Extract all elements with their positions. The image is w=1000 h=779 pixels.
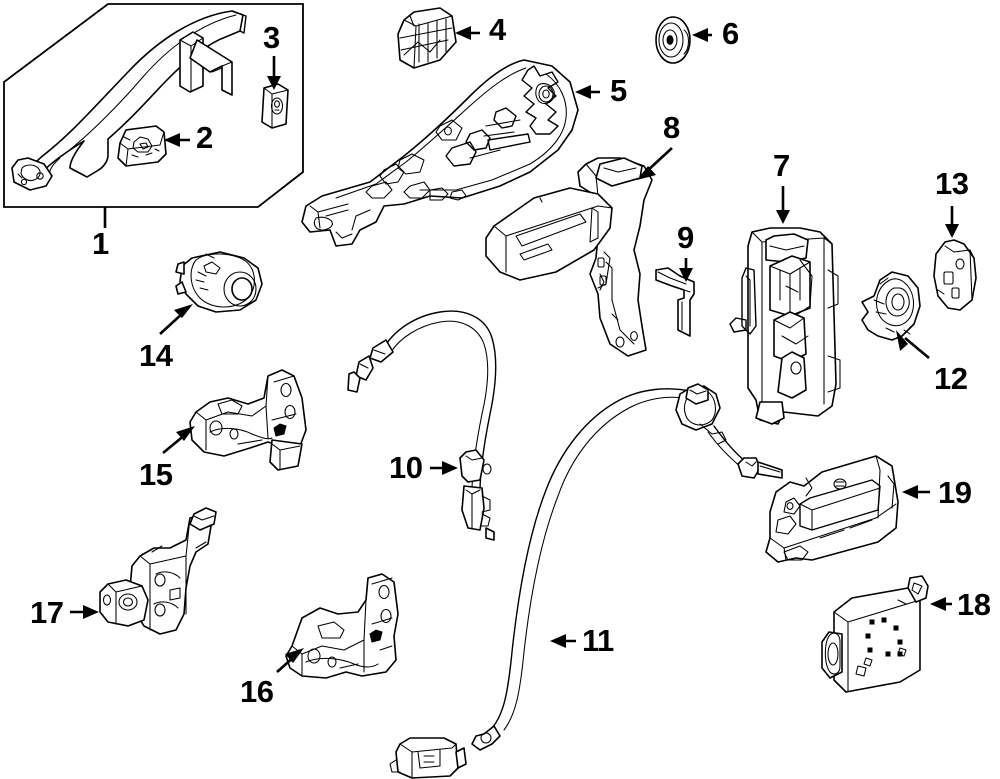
part-lock-rod [655, 267, 695, 337]
callout-label-16: 16 [240, 674, 274, 709]
leader-19 [902, 485, 930, 499]
leader-15 [162, 426, 195, 455]
leader-7 [776, 186, 790, 224]
part-lock-cylinder [175, 251, 263, 313]
leader-9 [679, 258, 693, 282]
callout-label-11: 11 [582, 623, 614, 658]
leader-16 [276, 648, 304, 673]
callout-label-3: 3 [263, 20, 280, 55]
leader-5 [575, 85, 600, 99]
leader-2 [164, 133, 190, 147]
part-grommet-seal [655, 16, 691, 64]
leader-13 [945, 206, 959, 238]
leader-4 [455, 26, 480, 40]
leader-11 [550, 634, 576, 648]
callout-label-1: 1 [92, 226, 109, 261]
callout-label-6: 6 [722, 16, 739, 51]
group-frame-1 [3, 3, 304, 208]
callout-label-18: 18 [957, 587, 991, 622]
leader-3 [267, 56, 281, 90]
part-latch-striker-catch [861, 271, 921, 341]
part-handle-base-carrier [301, 59, 579, 247]
part-door-handle [11, 10, 247, 191]
part-handle-bracket-cap [397, 7, 457, 69]
leader-12 [896, 330, 930, 359]
part-lock-control-cable [389, 383, 783, 779]
callout-label-10: 10 [389, 450, 423, 485]
callout-label-12: 12 [934, 361, 968, 396]
callout-label-17: 17 [30, 595, 64, 630]
part-upper-door-hinge [189, 369, 307, 471]
leader-14 [159, 304, 193, 335]
callout-label-8: 8 [663, 110, 680, 145]
part-lower-door-hinge [285, 573, 399, 679]
leader-10 [430, 461, 458, 475]
part-door-latch-actuator [729, 227, 841, 425]
part-inner-release-cable [347, 310, 497, 541]
leader-18 [930, 597, 952, 611]
leader-6 [692, 28, 712, 42]
leader-17 [70, 605, 99, 619]
callout-label-9: 9 [677, 220, 694, 255]
callout-label-2: 2 [196, 120, 213, 155]
part-latch-cover-plate [933, 239, 977, 311]
callout-label-15: 15 [139, 457, 173, 492]
callout-label-13: 13 [935, 166, 969, 201]
callout-label-7: 7 [773, 148, 790, 183]
part-latch-reinforcement-bracket [485, 157, 653, 357]
part-handle-end-cap [117, 125, 167, 167]
callout-label-4: 4 [489, 12, 506, 47]
part-lock-cylinder-cover [261, 83, 289, 129]
callout-label-14: 14 [139, 338, 173, 373]
part-door-check-strap [99, 507, 217, 635]
part-striker-housing [765, 455, 899, 563]
leader-8 [637, 147, 673, 180]
callout-label-19: 19 [938, 475, 972, 510]
callout-label-5: 5 [610, 73, 627, 108]
part-control-module [821, 575, 929, 693]
